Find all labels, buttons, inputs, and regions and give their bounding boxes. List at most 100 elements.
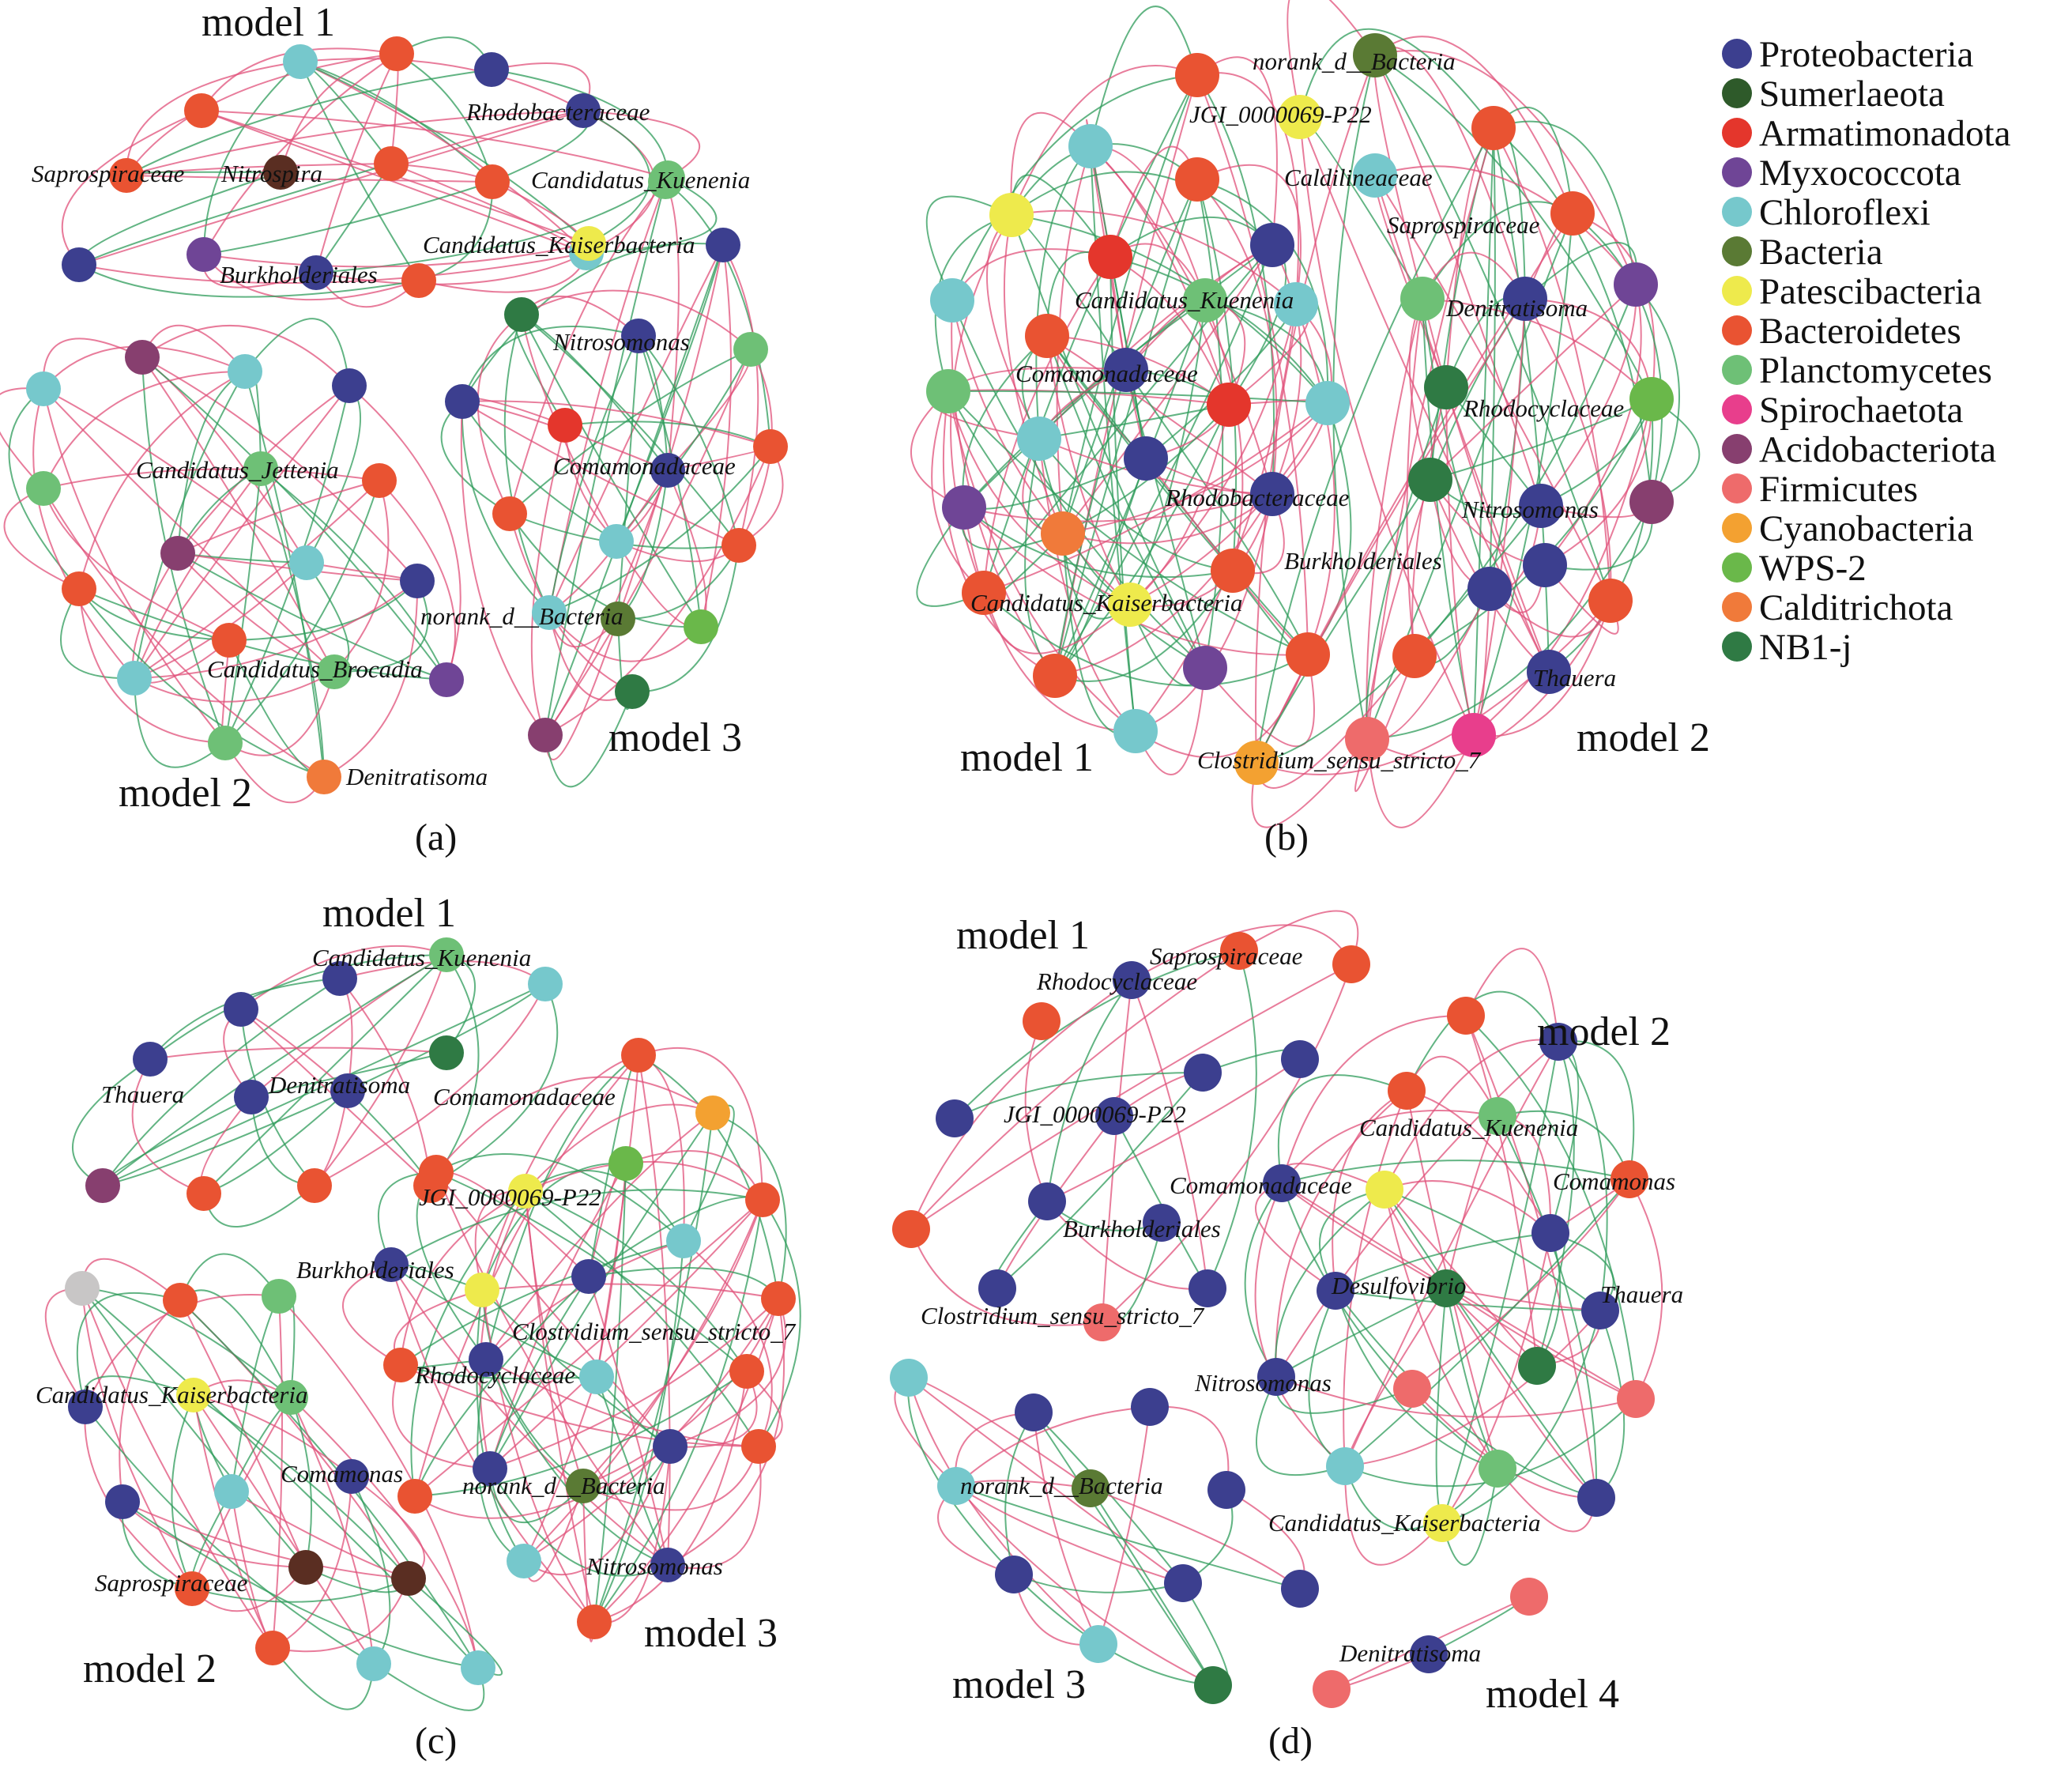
network-node	[68, 1390, 103, 1424]
panel-c-taxon-label: JGI_0000069-P22	[419, 1183, 601, 1211]
network-edge	[1295, 304, 1335, 655]
network-node	[579, 1360, 614, 1394]
network-edge	[481, 1054, 639, 1291]
panel-c-taxon-label: Nitrosomonas	[586, 1552, 723, 1580]
network-edge	[1256, 298, 1526, 764]
network-node	[1447, 997, 1485, 1035]
network-edge	[1335, 1290, 1597, 1499]
network-node	[937, 1467, 975, 1505]
network-node	[1550, 191, 1595, 236]
network-edge	[1011, 65, 1198, 216]
network-node	[892, 1210, 930, 1248]
network-node	[753, 429, 788, 464]
network-edge	[1344, 1465, 1443, 1566]
network-edge	[525, 1103, 714, 1192]
network-node	[1305, 381, 1350, 425]
panel-c-module-3-label: model 3	[644, 1611, 778, 1656]
network-node	[125, 340, 160, 375]
network-edge	[910, 1228, 1103, 1326]
legend-label: Myxococcota	[1759, 153, 1961, 194]
network-edge	[299, 61, 493, 183]
network-edge	[1441, 1310, 1601, 1524]
network-edge	[1406, 990, 1559, 1092]
network-node	[283, 44, 318, 79]
network-edge	[1196, 179, 1329, 404]
panel-d-taxon-label: JGI_0000069-P22	[1004, 1100, 1186, 1128]
panel-a-taxon-label: Candidatus_Kuenenia	[531, 166, 750, 194]
network-node	[288, 1550, 323, 1585]
network-node	[26, 371, 61, 406]
network-node	[176, 1378, 211, 1412]
network-edge	[1540, 284, 1637, 507]
panel-b-taxon-label: Rhodobacteraceae	[1165, 484, 1350, 511]
network-node	[243, 451, 278, 486]
network-edge	[1238, 910, 1359, 965]
network-node	[761, 1281, 796, 1316]
network-edge	[544, 446, 771, 736]
network-edge	[193, 1394, 375, 1665]
network-node	[528, 967, 563, 1001]
network-node	[445, 384, 480, 419]
network-edge	[290, 1397, 479, 1669]
network-edge	[122, 1501, 479, 1669]
legend-swatch-spirochaetota	[1722, 394, 1752, 424]
network-node	[322, 961, 357, 996]
network-edge	[477, 1359, 525, 1562]
network-node	[62, 571, 96, 606]
network-edge	[1299, 116, 1423, 300]
network-edge	[1054, 493, 1273, 677]
network-edge	[907, 1377, 1015, 1575]
network-edge	[477, 314, 522, 515]
network-edge	[1497, 1115, 1598, 1499]
network-node	[1194, 1666, 1232, 1704]
network-edge	[1344, 1465, 1498, 1530]
network-edge	[272, 1647, 375, 1710]
panel-a-taxon-label: Candidatus_Brocadia	[207, 655, 423, 683]
network-node	[608, 1146, 643, 1181]
network-edge	[983, 592, 1131, 654]
network-edge	[1422, 298, 1490, 590]
network-edge	[908, 1377, 1099, 1645]
legend-swatch-cyanobacteria	[1722, 513, 1752, 543]
network-edge	[134, 371, 246, 679]
network-edge	[126, 110, 584, 176]
network-node	[334, 1459, 369, 1494]
panel-c-taxon-label: Rhodocyclaceae	[414, 1361, 575, 1389]
network-edge	[1384, 1039, 1559, 1190]
network-node	[1079, 1625, 1117, 1663]
network-edge	[1318, 1189, 1385, 1292]
panel-b-taxon-label: Denitratisoma	[1445, 294, 1588, 322]
network-node	[741, 1429, 776, 1464]
network-edge	[461, 401, 550, 613]
network-edge	[638, 1047, 763, 1201]
network-edge	[1038, 438, 1234, 571]
network-node	[507, 1544, 541, 1578]
network-node	[1424, 365, 1468, 409]
network-node	[214, 1474, 249, 1509]
network-node	[263, 155, 298, 190]
network-edge	[119, 1299, 181, 1503]
network-node	[978, 1269, 1016, 1307]
network-edge	[1366, 387, 1447, 740]
network-edge	[1281, 1014, 1467, 1184]
panel-d-taxon-label: Comamonas	[1553, 1167, 1675, 1195]
network-edge	[1344, 1041, 1559, 1467]
panel-c-taxon-label: Thauera	[101, 1080, 184, 1108]
network-node	[160, 536, 195, 571]
network-edge	[523, 1199, 763, 1562]
network-edge	[299, 58, 584, 111]
network-edge	[1149, 1405, 1230, 1491]
network-edge	[1046, 1201, 1208, 1290]
network-node	[1025, 314, 1069, 358]
panel-b-taxon-label: JGI_0000069-P22	[1189, 100, 1372, 128]
network-edge	[525, 1190, 595, 1623]
network-node	[1353, 153, 1397, 198]
network-node	[297, 1168, 332, 1203]
network-edge	[430, 954, 480, 1186]
network-edge	[290, 1397, 312, 1568]
network-edge	[925, 195, 1012, 301]
panel-d-module-3-label: model 3	[952, 1662, 1086, 1707]
network-edge	[1465, 1015, 1637, 1400]
network-node	[419, 1155, 454, 1190]
network-edge	[347, 1090, 431, 1186]
